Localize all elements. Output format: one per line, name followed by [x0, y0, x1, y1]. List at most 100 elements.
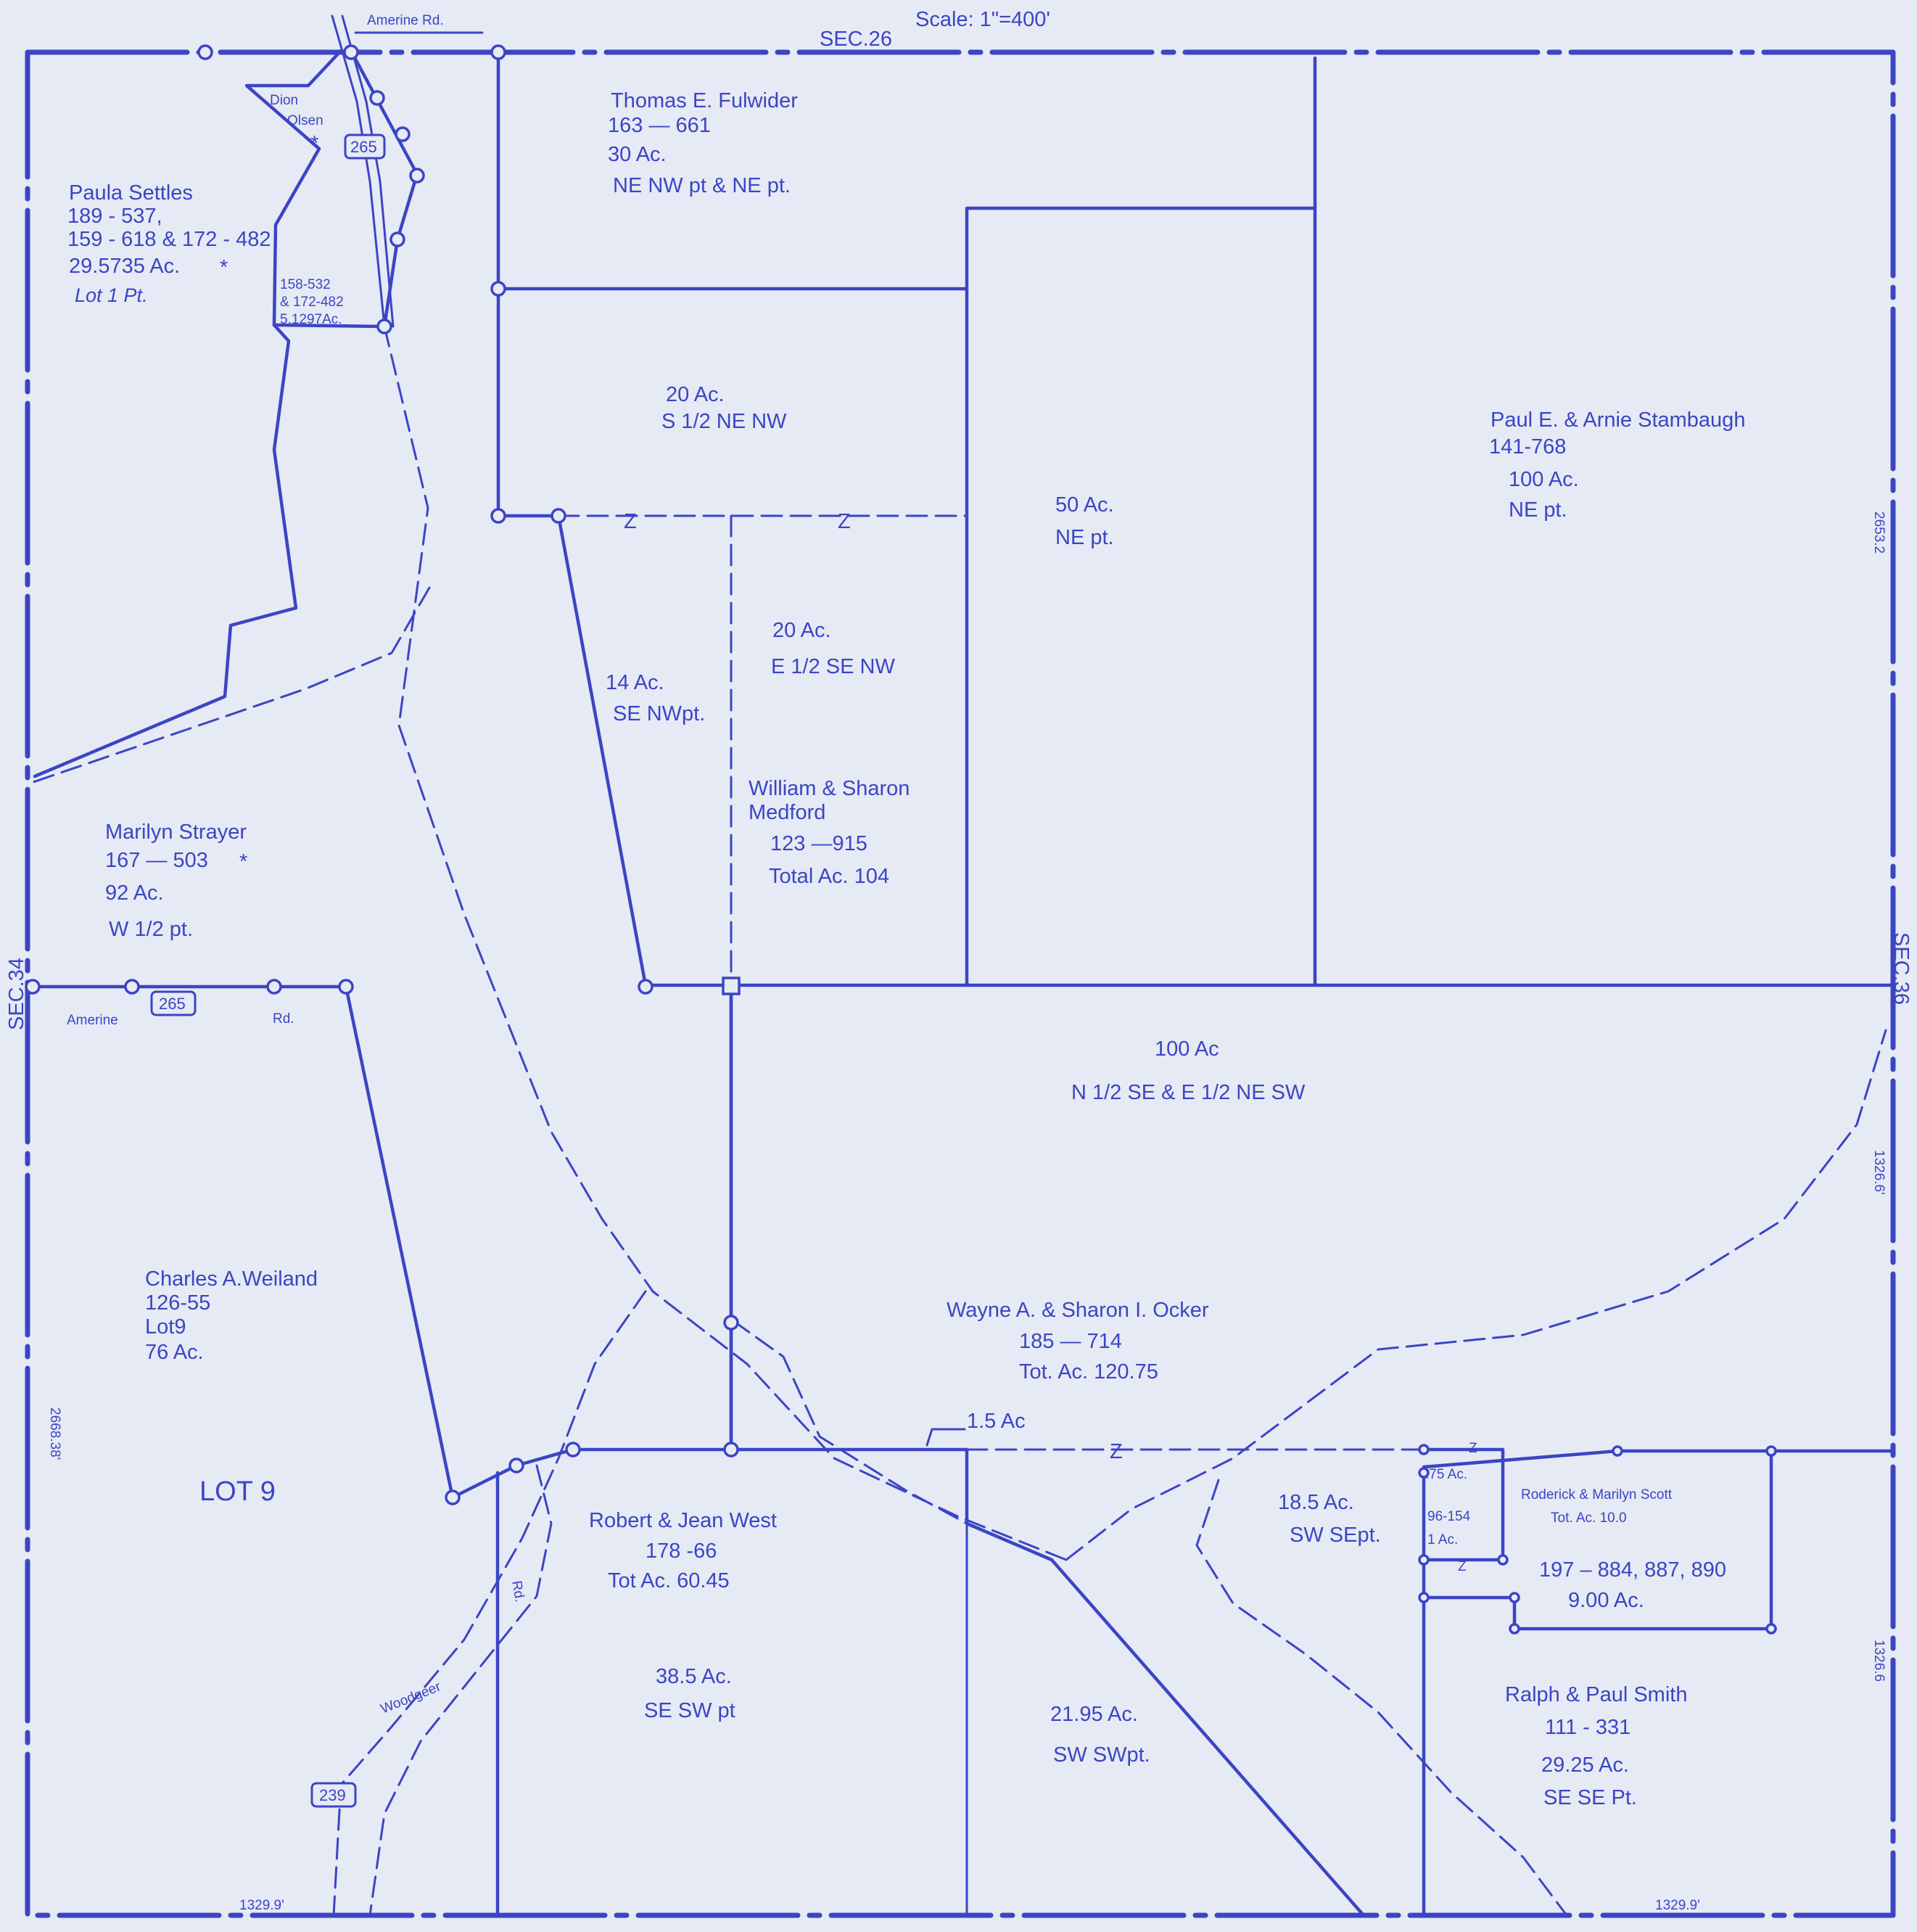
svg-text:NE pt.: NE pt. — [1509, 498, 1567, 522]
parcel-n-half-se: 100 Ac N 1/2 SE & E 1/2 NE SW — [1071, 1037, 1306, 1104]
svg-text:5.1297Ac.: 5.1297Ac. — [280, 312, 342, 327]
svg-text:38.5 Ac.: 38.5 Ac. — [656, 1665, 732, 1688]
amerine-road-left-label: Amerine — [67, 1013, 118, 1028]
parcel-small-1-5-ac: 1.5 Ac — [925, 1410, 1026, 1447]
svg-text:William & Sharon: William & Sharon — [749, 777, 910, 800]
svg-text:Lot9: Lot9 — [145, 1315, 186, 1339]
svg-text:Paul E. & Arnie Stambaugh: Paul E. & Arnie Stambaugh — [1491, 408, 1745, 432]
svg-text:185 — 714: 185 — 714 — [1019, 1330, 1122, 1353]
svg-text:100 Ac: 100 Ac — [1155, 1037, 1219, 1061]
route-265-shield-left: 265 — [150, 990, 197, 1016]
svg-text:Z: Z — [838, 510, 851, 533]
amerine-road-rd-label: Rd. — [273, 1011, 294, 1027]
svg-text:265: 265 — [350, 138, 377, 156]
svg-text:76 Ac.: 76 Ac. — [145, 1341, 204, 1364]
parcel-fulwider: Thomas E. Fulwider 163 — 661 30 Ac. NE N… — [608, 89, 798, 197]
svg-text:Dion: Dion — [270, 93, 298, 108]
parcel-weiland: Charles A.Weiland 126-55 Lot9 76 Ac. — [145, 1267, 318, 1364]
svg-text:92 Ac.: 92 Ac. — [105, 881, 164, 905]
svg-text:197 – 884, 887, 890: 197 – 884, 887, 890 — [1539, 1558, 1726, 1582]
svg-text:189 - 537,: 189 - 537, — [67, 205, 162, 228]
svg-text:14 Ac.: 14 Ac. — [606, 671, 664, 694]
svg-text:29.5735 Ac.: 29.5735 Ac. — [69, 255, 180, 278]
svg-text:265: 265 — [159, 995, 186, 1013]
svg-text:Wayne A. & Sharon I. Ocker: Wayne A. & Sharon I. Ocker — [947, 1299, 1209, 1322]
parcel-se-nw: 14 Ac. SE NWpt. — [606, 671, 705, 725]
svg-text:Tot. Ac. 120.75: Tot. Ac. 120.75 — [1019, 1360, 1158, 1384]
parcel-sw-se: 18.5 Ac. SW SEpt. — [1278, 1491, 1381, 1547]
svg-text:Medford: Medford — [749, 801, 825, 824]
lot-9-label: LOT 9 — [199, 1476, 276, 1507]
section-34-label: SEC.34 — [5, 958, 28, 1030]
svg-text:Lot 1 Pt.: Lot 1 Pt. — [75, 284, 148, 306]
dimension-right-top: 2653.2 — [1871, 511, 1887, 554]
svg-text:178 -66: 178 -66 — [646, 1540, 717, 1563]
svg-text:SE NWpt.: SE NWpt. — [613, 702, 705, 725]
svg-text:123 —915: 123 —915 — [770, 832, 867, 855]
svg-text:Tot. Ac. 10.0: Tot. Ac. 10.0 — [1551, 1510, 1627, 1526]
svg-text:1 Ac.: 1 Ac. — [1427, 1532, 1458, 1547]
svg-text:SE SW pt: SE SW pt — [644, 1699, 735, 1722]
svg-text:Z: Z — [624, 510, 637, 533]
parcel-small-75-ac: .75 Ac. — [1425, 1467, 1467, 1482]
svg-text:159 - 618 & 172 - 482: 159 - 618 & 172 - 482 — [67, 228, 271, 251]
svg-text:Tot Ac. 60.45: Tot Ac. 60.45 — [608, 1569, 730, 1592]
svg-text:30 Ac.: 30 Ac. — [608, 143, 667, 166]
svg-text:.75 Ac.: .75 Ac. — [1425, 1467, 1467, 1482]
svg-text:Total Ac. 104: Total Ac. 104 — [769, 865, 889, 888]
svg-text:29.25 Ac.: 29.25 Ac. — [1541, 1754, 1629, 1777]
svg-text:N 1/2 SE & E 1/2 NE SW: N 1/2 SE & E 1/2 NE SW — [1071, 1081, 1306, 1104]
creek-z-markers: Z Z Z Z Z — [624, 510, 1477, 1574]
asterisk-mark: * — [239, 850, 247, 873]
survey-nodes — [25, 44, 1777, 1635]
svg-text:Robert & Jean West: Robert & Jean West — [589, 1509, 777, 1532]
svg-text:100 Ac.: 100 Ac. — [1509, 468, 1579, 491]
svg-text:1.5 Ac: 1.5 Ac — [967, 1410, 1026, 1433]
svg-text:167 — 503: 167 — 503 — [105, 849, 208, 872]
parcel-ocker: Wayne A. & Sharon I. Ocker 185 — 714 Tot… — [947, 1299, 1209, 1384]
parcel-sw-sw: 21.95 Ac. SW SWpt. — [1050, 1703, 1150, 1767]
parcel-se-sw: 38.5 Ac. SE SW pt — [644, 1665, 735, 1722]
dimension-bottom-right: 1329.9' — [1655, 1898, 1700, 1913]
svg-text:SE SE Pt.: SE SE Pt. — [1543, 1786, 1637, 1809]
svg-text:20 Ac.: 20 Ac. — [772, 619, 831, 642]
route-265-shield-top: 265 — [344, 133, 386, 160]
asterisk-mark: * — [310, 132, 318, 155]
dimension-bottom-left: 1329.9' — [239, 1898, 284, 1913]
parcel-stambaugh: Paul E. & Arnie Stambaugh 141-768 100 Ac… — [1489, 408, 1745, 522]
parcel-e-half-se-nw: 20 Ac. E 1/2 SE NW — [771, 619, 895, 678]
svg-text:Roderick & Marilyn Scott: Roderick & Marilyn Scott — [1521, 1487, 1673, 1503]
svg-text:Olsen: Olsen — [287, 113, 323, 128]
parcel-s-half-ne-nw: 20 Ac. S 1/2 NE NW — [661, 383, 787, 433]
parcel-scott: Roderick & Marilyn Scott Tot. Ac. 10.0 1… — [1521, 1487, 1726, 1612]
svg-text:W 1/2 pt.: W 1/2 pt. — [109, 918, 193, 941]
svg-text:Thomas E. Fulwider: Thomas E. Fulwider — [611, 89, 798, 112]
section-border — [25, 49, 1896, 1918]
svg-text:50 Ac.: 50 Ac. — [1055, 493, 1114, 517]
parcel-ne-pt: 50 Ac. NE pt. — [1055, 493, 1114, 549]
route-239-shield: 239 — [310, 1782, 357, 1808]
svg-text:Z: Z — [1458, 1559, 1467, 1574]
svg-text:SW SWpt.: SW SWpt. — [1053, 1743, 1150, 1767]
svg-text:E 1/2 SE NW: E 1/2 SE NW — [771, 655, 895, 678]
section-36-label: SEC.36 — [1889, 932, 1913, 1005]
parcel-smith: Ralph & Paul Smith 111 - 331 29.25 Ac. S… — [1505, 1683, 1687, 1809]
svg-text:20 Ac.: 20 Ac. — [666, 383, 725, 406]
dimension-right-middle: 1326.6' — [1871, 1150, 1887, 1195]
parcel-medford: William & Sharon Medford 123 —915 Total … — [749, 777, 910, 888]
svg-text:239: 239 — [319, 1786, 346, 1804]
scale-label: Scale: 1"=400' — [915, 8, 1050, 31]
parcel-small-1-ac: 96-154 1 Ac. — [1427, 1509, 1471, 1547]
parcel-west: Robert & Jean West 178 -66 Tot Ac. 60.45 — [589, 1509, 777, 1592]
svg-text:& 172-482: & 172-482 — [280, 295, 344, 310]
svg-text:S 1/2 NE NW: S 1/2 NE NW — [661, 410, 787, 433]
svg-text:9.00 Ac.: 9.00 Ac. — [1568, 1589, 1644, 1612]
dimension-left: 2668.38' — [47, 1407, 62, 1460]
svg-text:Z: Z — [1469, 1441, 1477, 1456]
svg-text:141-768: 141-768 — [1489, 435, 1566, 459]
svg-text:21.95 Ac.: 21.95 Ac. — [1050, 1703, 1138, 1726]
svg-text:Charles A.Weiland: Charles A.Weiland — [145, 1267, 318, 1291]
parcel-strayer: Marilyn Strayer 167 — 503 * 92 Ac. W 1/2… — [105, 821, 247, 941]
creek-lines — [28, 325, 1887, 1917]
